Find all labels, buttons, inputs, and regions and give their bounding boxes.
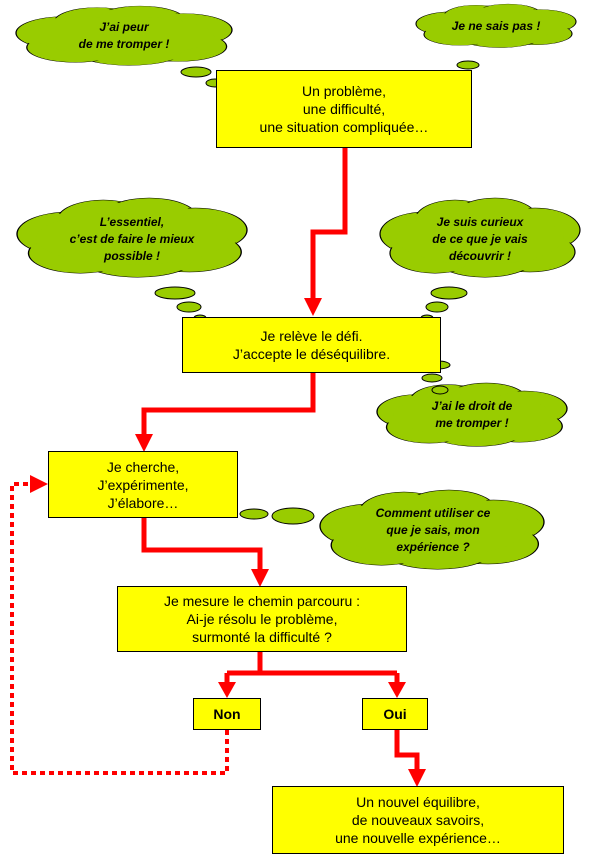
cloud-essentiel-text: L’essentiel, c’est de faire le mieux pos… (42, 212, 222, 266)
arrow-probleme-to-defi (310, 148, 348, 302)
box-defi-line-1: Je relève le défi. (260, 328, 363, 344)
arrow-cherche-to-mesure (141, 518, 263, 573)
box-mesure: Je mesure le chemin parcouru : Ai-je rés… (117, 586, 407, 652)
arrowhead-non (218, 682, 236, 698)
cloud-essentiel-bubbles (154, 286, 207, 322)
arrowhead-mesure (251, 569, 269, 587)
cloud-curieux-line-1: Je suis curieux (436, 214, 524, 229)
cloud-utiliser-line-3: expérience ? (396, 539, 470, 554)
box-cherche-line-1: Je cherche, (106, 458, 180, 475)
box-cherche-line-3: J’élabore… (107, 494, 179, 511)
cloud-peur-line-2: de me tromper ! (78, 37, 170, 51)
arrowhead-loop (30, 475, 48, 493)
box-mesure-line-2: Ai-je résolu le problème, (186, 611, 338, 627)
cloud-utiliser-bubbles (239, 507, 315, 525)
cloud-sais-pas-line-1: Je ne sais pas ! (451, 18, 541, 33)
box-mesure-line-1: Je mesure le chemin parcouru : (163, 593, 361, 609)
box-probleme-line-3: une situation compliquée… (259, 119, 429, 135)
cloud-curieux-text: Je suis curieux de ce que je vais découv… (400, 212, 560, 266)
cloud-droit-line-2: me tromper ! (435, 416, 509, 430)
box-equilibre-line-3: une nouvelle expérience… (335, 830, 501, 846)
box-probleme: Un problème, une difficulté, une situati… (216, 70, 472, 148)
arrowhead-oui (388, 682, 406, 698)
box-non-label: Non (213, 706, 241, 722)
arrow-defi-to-cherche (141, 372, 316, 438)
box-defi: Je relève le défi. J’accepte le déséquil… (182, 317, 441, 373)
box-cherche: Je cherche, J’expérimente, J’élabore… (48, 451, 238, 518)
box-equilibre: Un nouvel équilibre, de nouveaux savoirs… (272, 786, 564, 854)
box-mesure-line-3: surmonté la difficulté ? (192, 629, 332, 645)
cloud-peur-line-1: J’ai peur (99, 20, 149, 34)
box-defi-line-2: J’accepte le déséquilibre. (232, 346, 391, 362)
cloud-utiliser-line-1: Comment utiliser ce (375, 505, 491, 520)
cloud-droit-text: J’ai le droit de me tromper ! (402, 397, 542, 433)
arrowhead-defi (304, 298, 322, 316)
arrow-mesure-split (224, 651, 400, 686)
arrowhead-cherche (135, 434, 153, 452)
cloud-essentiel-line-2: c’est de faire le mieux (69, 231, 195, 246)
arrow-oui-to-equilibre (394, 730, 420, 773)
box-probleme-line-2: une difficulté, (302, 101, 386, 117)
arrowhead-equilibre (408, 769, 426, 787)
box-probleme-line-1: Un problème, (301, 83, 387, 99)
cloud-essentiel-line-3: possible ! (103, 248, 160, 263)
cloud-utiliser-line-2: que je sais, mon (386, 522, 480, 537)
box-oui-label: Oui (383, 706, 407, 722)
cloud-peur-text: J’ai peur de me tromper ! (64, 12, 184, 60)
cloud-curieux-line-2: de ce que je vais (432, 231, 528, 246)
box-non: Non (193, 698, 261, 730)
box-equilibre-line-1: Un nouvel équilibre, (356, 794, 480, 810)
cloud-utiliser-text: Comment utiliser ce que je sais, mon exp… (345, 503, 521, 557)
box-cherche-line-2: J’expérimente, (97, 476, 189, 493)
cloud-sais-pas-text: Je ne sais pas ! (430, 14, 562, 38)
cloud-curieux-line-3: découvrir ! (448, 248, 511, 263)
cloud-curieux-bubbles (420, 286, 468, 322)
arrow-non-loop-back (10, 482, 229, 775)
box-equilibre-line-2: de nouveaux savoirs, (351, 812, 485, 828)
box-oui: Oui (362, 698, 428, 730)
cloud-essentiel-line-1: L’essentiel, (99, 214, 165, 229)
cloud-droit-line-1: J’ai le droit de (431, 399, 513, 413)
